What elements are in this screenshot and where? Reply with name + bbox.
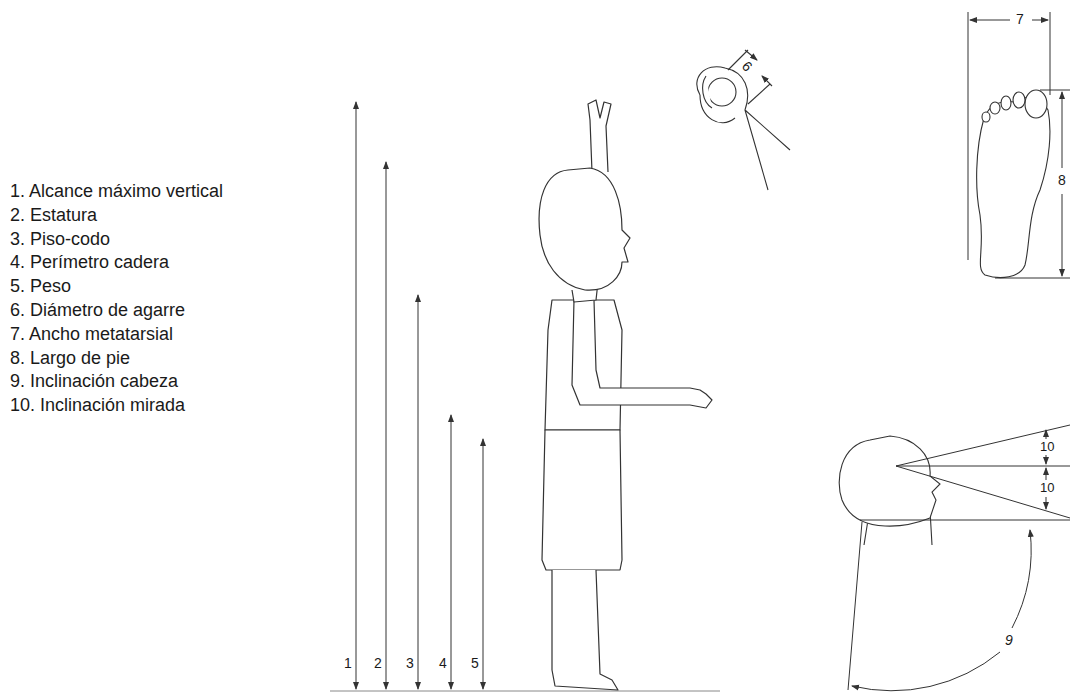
legend-item: 7. Ancho metatarsial [10, 324, 173, 346]
sight-lines [848, 425, 1070, 691]
legend-item: 8. Largo de pie [10, 348, 130, 370]
legend-item: 5. Peso [10, 276, 71, 298]
callout-number: 4 [438, 655, 448, 672]
callout-number: 10 [1039, 480, 1055, 496]
callout-number: 5 [470, 655, 480, 672]
callout-number: 7 [1015, 11, 1025, 28]
legend-item: 9. Inclinación cabeza [10, 371, 178, 393]
callout-number: 9 [1004, 632, 1014, 649]
child-figure [539, 100, 712, 690]
legend-item: 10. Inclinación mirada [10, 395, 185, 417]
head-profile [839, 436, 940, 545]
callout-number: 8 [1057, 172, 1067, 189]
legend-item: 3. Piso-codo [10, 229, 110, 251]
callout-number: 3 [405, 655, 415, 672]
foot-dimensions [968, 12, 1070, 278]
callout-number: 1 [343, 655, 353, 672]
callout-number: 10 [1039, 439, 1055, 455]
callout-number: 2 [373, 655, 383, 672]
legend-item: 2. Estatura [10, 205, 97, 227]
callout-number: 6 [737, 57, 756, 76]
dimension-lines [330, 102, 720, 691]
legend-item: 4. Perímetro cadera [10, 252, 169, 274]
hand-grip [697, 50, 790, 190]
legend-item: 1. Alcance máximo vertical [10, 181, 223, 203]
foot-outline [977, 90, 1050, 278]
legend-item: 6. Diámetro de agarre [10, 300, 185, 322]
